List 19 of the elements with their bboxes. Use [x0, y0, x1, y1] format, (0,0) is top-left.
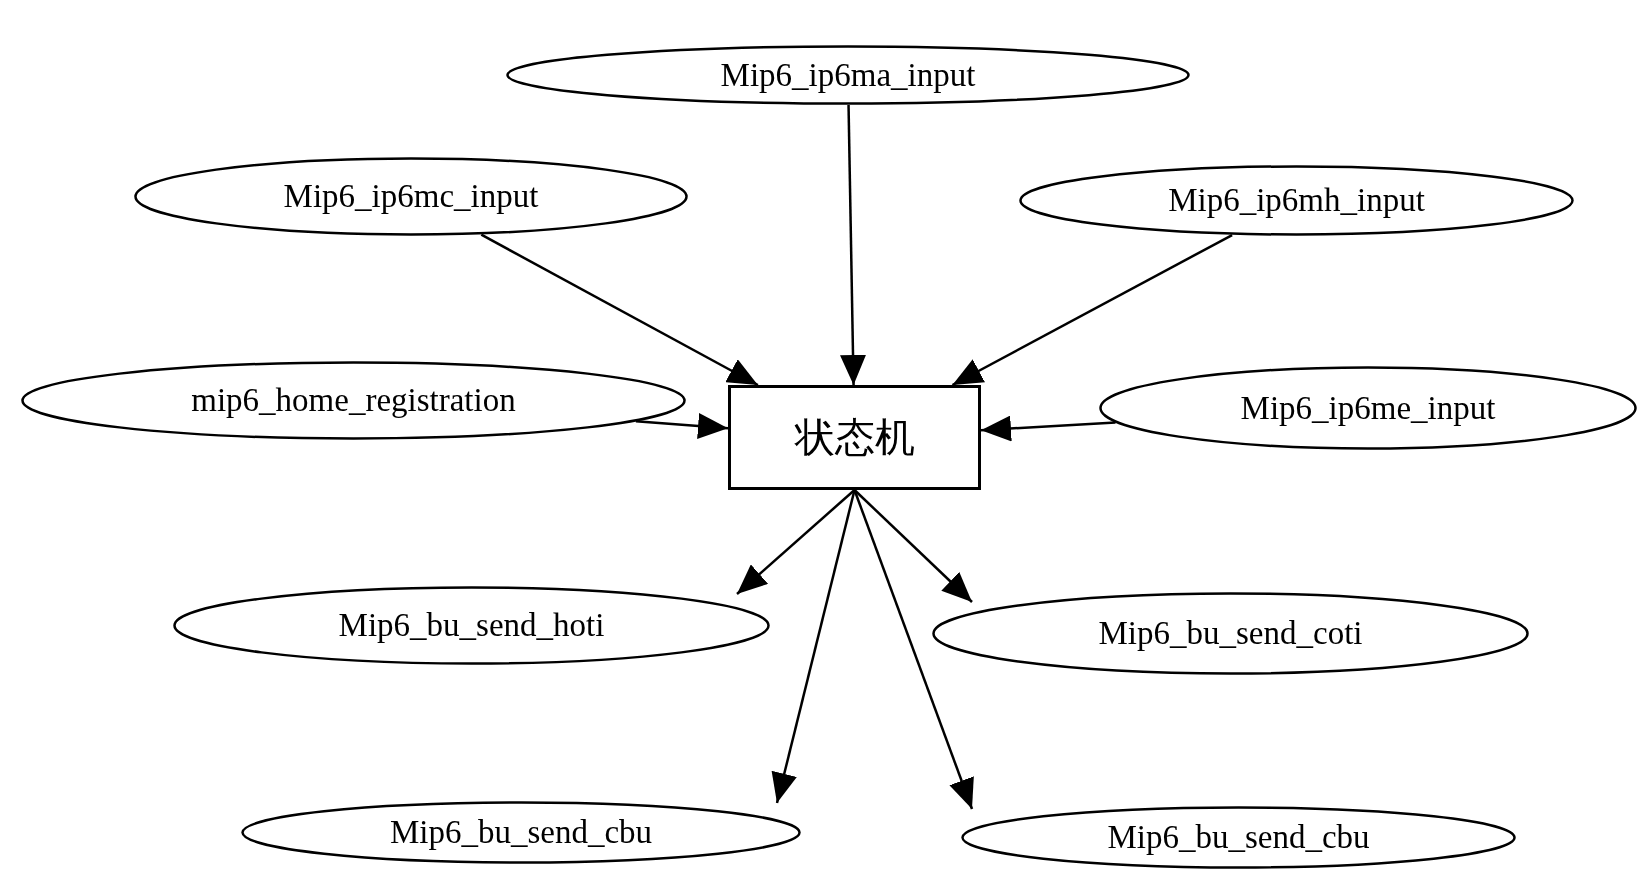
arrow: [840, 104, 866, 386]
arrow: [980, 415, 1116, 442]
state-box: 状态机: [728, 385, 981, 490]
arrow: [736, 489, 856, 595]
function-ellipse: Mip6_ip6mc_input: [134, 157, 688, 236]
function-ellipse: Mip6_ip6me_input: [1099, 366, 1637, 450]
function-ellipse: Mip6_bu_send_hoti: [173, 586, 770, 665]
function-ellipse: Mip6_bu_send_coti: [932, 592, 1529, 675]
arrow: [635, 413, 729, 439]
arrow: [480, 233, 759, 387]
arrow: [853, 489, 974, 810]
function-ellipse: Mip6_ip6mh_input: [1019, 165, 1574, 236]
function-ellipse: mip6_home_registration: [21, 361, 686, 440]
arrow: [771, 489, 856, 804]
function-ellipse: Mip6_bu_send_cbu: [961, 806, 1516, 869]
function-ellipse: Mip6_bu_send_cbu: [241, 801, 801, 864]
arrow: [853, 489, 973, 603]
arrow: [951, 233, 1233, 387]
function-ellipse: Mip6_ip6ma_input: [506, 45, 1190, 105]
